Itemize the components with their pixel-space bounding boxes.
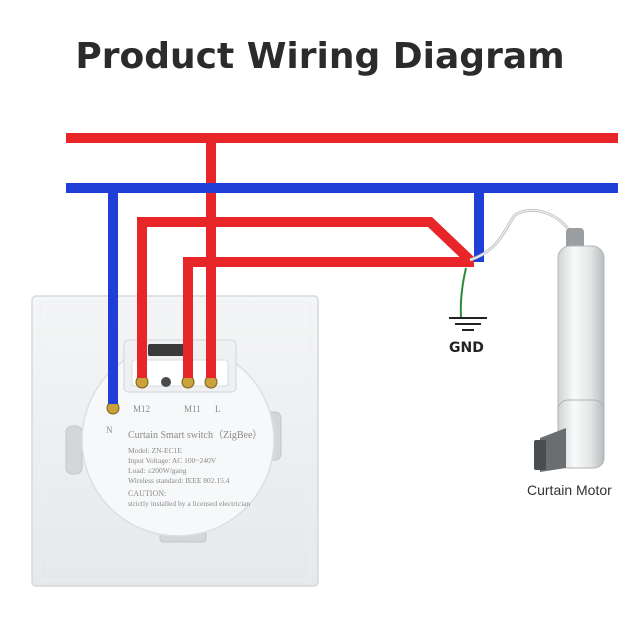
- m12-wire: [137, 217, 476, 378]
- switch-model: Model: ZN-EC1E: [128, 446, 182, 455]
- switch-plate: [31, 295, 319, 587]
- switch-wireless: Wireless standard: IEEE 802.15.4: [128, 476, 230, 485]
- switch-caution-text: strictly installed by a licensed electri…: [128, 499, 250, 508]
- page-title: Product Wiring Diagram: [75, 36, 565, 77]
- gnd-label: GND: [449, 340, 484, 356]
- m11-wire: [183, 257, 474, 378]
- switch-load: Load: ≤200W/gang: [128, 466, 187, 475]
- switch-label: M12 M11 L N Curtain Smart switch（ZigBee）…: [106, 404, 262, 508]
- switch-name: Curtain Smart switch（ZigBee）: [128, 429, 262, 441]
- curtain-motor-image: [534, 228, 605, 472]
- switch-caution-title: CAUTION:: [128, 489, 166, 498]
- terminal-m11-label: M11: [184, 404, 201, 414]
- curtain-motor-label: Curtain Motor: [527, 482, 612, 498]
- ground-symbol: [449, 267, 487, 331]
- terminal-l-label: L: [215, 404, 221, 414]
- terminal-n-label: N: [106, 425, 113, 435]
- switch-input-voltage: Input Voltage: AC 100~240V: [128, 456, 217, 465]
- terminal-m12-label: M12: [133, 404, 150, 414]
